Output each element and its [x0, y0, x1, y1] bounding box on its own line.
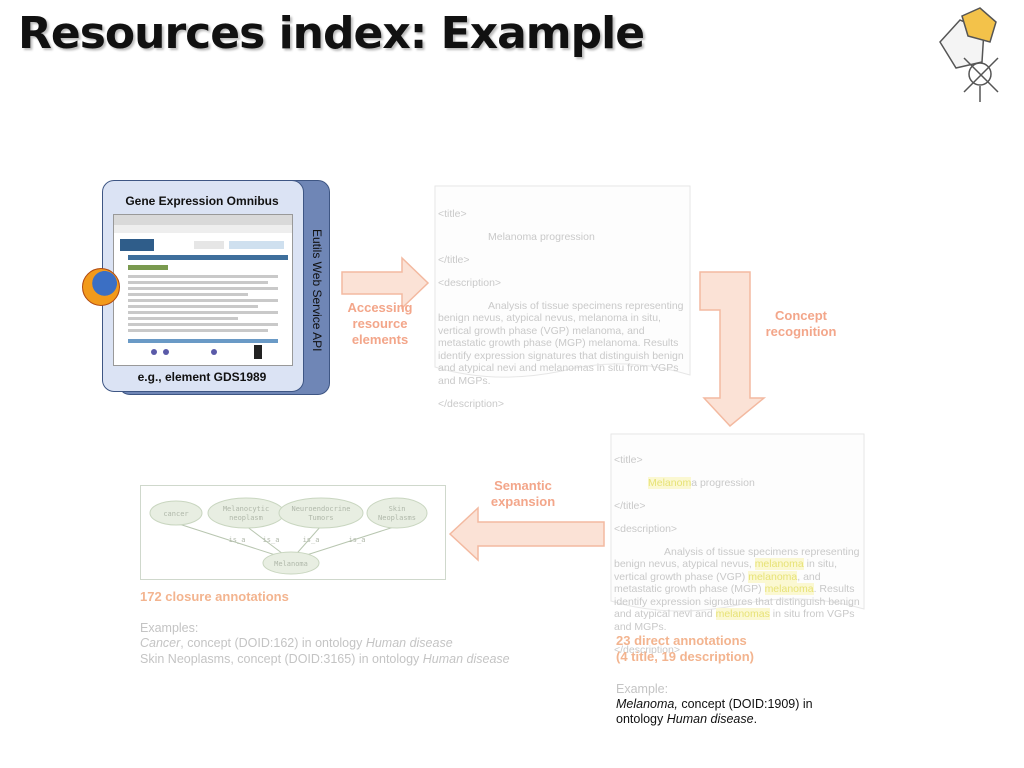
edge-label: is_a — [229, 536, 246, 544]
direct-example-line2: ontology Human disease. — [616, 712, 758, 726]
semantic-label: Semantic expansion — [490, 478, 556, 509]
direct-example-label: Example: — [616, 682, 669, 696]
closure-heading: 172 closure annotations — [140, 589, 289, 604]
highlight: melanoma — [748, 570, 798, 583]
graph-label-melanoma: Melanoma — [274, 560, 308, 568]
graph-node-melanoma — [262, 551, 320, 575]
document-annotated: <title> Melanoma progression </title> <d… — [614, 443, 860, 667]
direct-subheading: (4 title, 19 description) — [616, 649, 754, 664]
geo-screenshot — [113, 214, 293, 366]
document-shape — [434, 185, 691, 378]
doc1-title-close: </title> — [438, 253, 470, 266]
edge-label: is_a — [303, 536, 320, 544]
doc1-desc-text: Analysis of tissue specimens representin… — [438, 299, 684, 387]
graph-label-cancer: cancer — [163, 510, 188, 518]
doc2-title-rest: a progression — [691, 476, 755, 489]
closure-example-1: Cancer, concept (DOID:162) in ontology H… — [140, 636, 453, 650]
doc1-title-text: Melanoma progression — [488, 230, 595, 243]
doc1-desc-close: </description> — [438, 397, 504, 410]
doc2-desc-open: <description> — [614, 522, 678, 535]
document-raw: <title> Melanoma progression </title> <d… — [438, 197, 684, 421]
doc2-desc-text: Analysis of tissue specimens representin… — [614, 545, 860, 633]
down-arrow-icon — [699, 271, 767, 428]
closure-examples-label: Examples: — [140, 621, 199, 635]
firefox-icon — [82, 268, 120, 306]
highlight: melanomas — [715, 608, 770, 620]
doc2-title-open: <title> — [614, 453, 643, 466]
edge-label: is_a — [263, 536, 280, 544]
direct-example-line1: Melanoma, concept (DOID:1909) in — [616, 697, 813, 711]
slide-title: Resources index: Example — [18, 8, 645, 59]
accessing-label: Accessing resource elements — [347, 300, 413, 347]
doc2-title-highlight: Melanom — [648, 476, 692, 489]
logo-icon — [939, 7, 999, 102]
eutils-label: Eutils Web Service API — [310, 228, 324, 352]
geo-footer: e.g., element GDS1989 — [137, 370, 267, 384]
graph-node-cancer — [149, 500, 203, 526]
graph-node-melanocytic — [207, 497, 285, 529]
doc1-desc-open: <description> — [438, 276, 502, 289]
graph-label-skin-b: Neoplasms — [378, 514, 416, 522]
right-arrow-icon — [341, 256, 430, 310]
graph-node-skin — [366, 497, 428, 529]
geo-title: Gene Expression Omnibus — [125, 194, 279, 208]
direct-heading: 23 direct annotations — [616, 633, 747, 648]
edge-label: is_a — [349, 536, 366, 544]
graph-label-melanocytic-a: Melanocytic — [223, 505, 269, 513]
left-arrow-icon — [448, 506, 605, 562]
ontology-graph: cancer Melanocytic neoplasm Neuroendocri… — [140, 485, 446, 580]
doc1-title-open: <title> — [438, 207, 467, 220]
closure-example-2: Skin Neoplasms, concept (DOID:3165) in o… — [140, 652, 510, 666]
highlight: melanoma — [754, 558, 804, 570]
doc2-desc-close: </description> — [614, 643, 680, 656]
highlight: melanoma — [764, 583, 814, 595]
graph-node-neuroendocrine — [278, 497, 364, 529]
graph-label-skin-a: Skin — [389, 505, 406, 513]
graph-label-neuro-a: Neuroendocrine — [291, 505, 350, 513]
graph-label-melanocytic-b: neoplasm — [229, 514, 263, 522]
graph-label-neuro-b: Tumors — [308, 514, 333, 522]
concept-label: Concept recognition — [765, 308, 837, 339]
doc2-title-close: </title> — [614, 499, 646, 512]
